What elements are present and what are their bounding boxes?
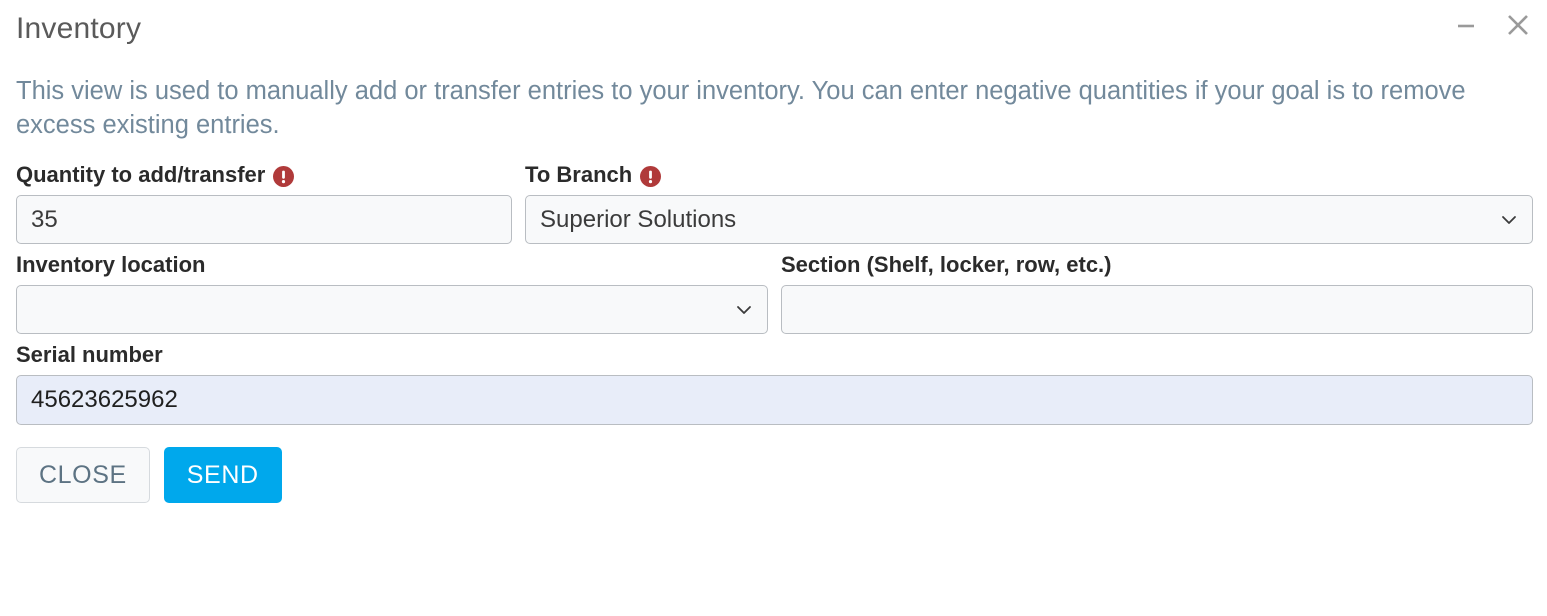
label-section-text: Section (Shelf, locker, row, etc.) xyxy=(781,252,1112,278)
minimize-button[interactable] xyxy=(1451,10,1481,40)
to-branch-select[interactable]: Superior Solutions xyxy=(525,195,1533,245)
section-input[interactable] xyxy=(781,285,1533,335)
close-button[interactable] xyxy=(1503,10,1533,40)
inventory-form: Quantity to add/transfer 35 To Branc xyxy=(0,162,1547,426)
label-serial-number: Serial number xyxy=(16,344,1533,366)
label-quantity-text: Quantity to add/transfer xyxy=(16,162,266,188)
serial-number-input-value: 45623625962 xyxy=(31,386,178,414)
form-row-location-section: Inventory location Section (Shelf, locke… xyxy=(14,254,1533,335)
send-button[interactable]: SEND xyxy=(163,447,282,504)
page-title: Inventory xyxy=(16,12,142,45)
chevron-down-icon xyxy=(1499,210,1519,230)
field-serial-number: Serial number 45623625962 xyxy=(16,344,1533,426)
to-branch-selected-value: Superior Solutions xyxy=(540,207,737,232)
label-to-branch: To Branch xyxy=(525,162,1533,188)
dialog-description: This view is used to manually add or tra… xyxy=(16,77,1466,140)
quantity-input-value: 35 xyxy=(31,205,58,233)
field-inventory-location: Inventory location xyxy=(16,254,768,335)
label-to-branch-text: To Branch xyxy=(525,162,633,188)
form-row-serial: Serial number 45623625962 xyxy=(14,344,1533,426)
inventory-location-select[interactable] xyxy=(16,285,768,335)
close-action-button[interactable]: CLOSE xyxy=(16,447,150,504)
required-icon xyxy=(640,165,662,187)
field-quantity: Quantity to add/transfer 35 xyxy=(16,162,513,245)
close-icon xyxy=(1503,10,1533,40)
label-section: Section (Shelf, locker, row, etc.) xyxy=(781,254,1533,276)
form-row-quantity-branch: Quantity to add/transfer 35 To Branc xyxy=(14,162,1533,245)
quantity-input[interactable]: 35 xyxy=(16,195,513,245)
minimize-icon xyxy=(1452,11,1480,39)
field-section: Section (Shelf, locker, row, etc.) xyxy=(781,254,1533,335)
label-inventory-location: Inventory location xyxy=(16,254,768,276)
window-controls xyxy=(1451,10,1533,40)
label-quantity: Quantity to add/transfer xyxy=(16,162,512,188)
required-icon xyxy=(273,165,295,187)
label-inventory-location-text: Inventory location xyxy=(16,252,206,278)
dialog-titlebar: Inventory xyxy=(0,0,1547,58)
label-serial-number-text: Serial number xyxy=(16,342,163,368)
chevron-down-icon xyxy=(734,300,754,320)
serial-number-input[interactable]: 45623625962 xyxy=(16,375,1533,426)
dialog-actions: CLOSE SEND xyxy=(0,447,1547,504)
field-to-branch: To Branch Superior Solutions xyxy=(525,162,1533,245)
